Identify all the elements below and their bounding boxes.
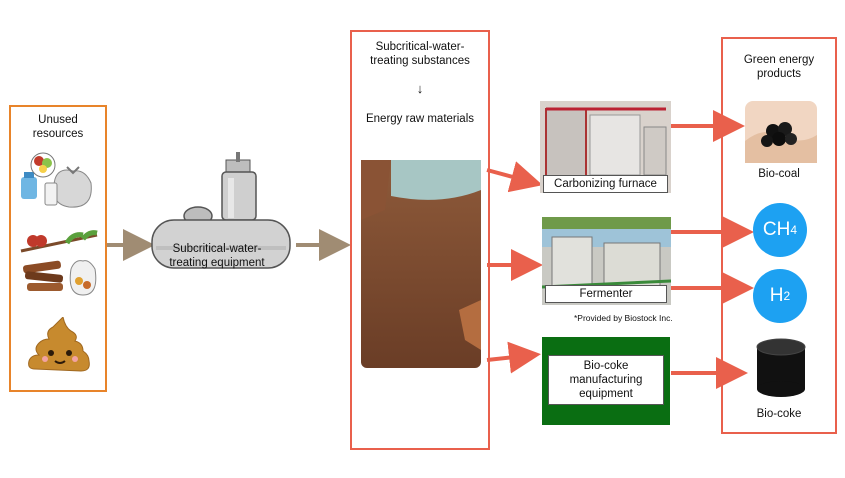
food-waste-icon [21,152,92,208]
bio-coke-equipment-label-box: Bio-coke manufacturing equipment [548,355,664,405]
middle-subheading: Energy raw materials [365,113,474,125]
fermenter-label-box: Fermenter [545,285,667,303]
unused-resources-title: Unused resources [32,114,84,140]
soil-photo [361,160,481,368]
bio-coal-photo [745,101,817,163]
carbonizing-furnace-label-box: Carbonizing furnace [543,175,668,193]
methane-label: CH [762,219,791,240]
equipment-label: Subcritical-water-treating equipment [169,243,265,269]
unused-resources-panel: Unused resources [9,105,107,392]
bio-coke-equipment-label: Bio-coke manufacturing equipment [569,360,643,400]
products-title: Green energy products [743,54,815,80]
bio-coal-label: Bio-coal [758,168,800,180]
hydrogen-subscript: 2 [783,289,791,303]
methane-subscript: 4 [790,223,798,237]
bio-coke-photo [756,338,806,397]
bio-coke-label: Bio-coke [756,408,802,420]
hydrogen-label: H [769,285,784,306]
down-arrow-icon: ↓ [416,81,424,96]
pruned-branches-icon [20,230,98,296]
middle-heading: Subcritical-water-treating substances [370,41,470,67]
arrow-to-carbonizing [486,161,543,193]
carbonizing-furnace-label: Carbonizing furnace [554,178,657,190]
subcritical-equipment-illustration [151,152,291,269]
arrow-to-bio-coke-equipment [486,341,541,374]
equipment-label-box: Subcritical-water-treating equipment [156,239,278,273]
fermenter-label: Fermenter [579,288,633,300]
manure-icon [28,317,90,372]
bio-coke-equipment-panel: Bio-coke manufacturing equipment [542,337,670,425]
footnote: *Provided by Biostock Inc. [574,313,673,323]
energy-raw-materials-panel: Subcritical-water-treating substances ↓ … [350,30,490,450]
